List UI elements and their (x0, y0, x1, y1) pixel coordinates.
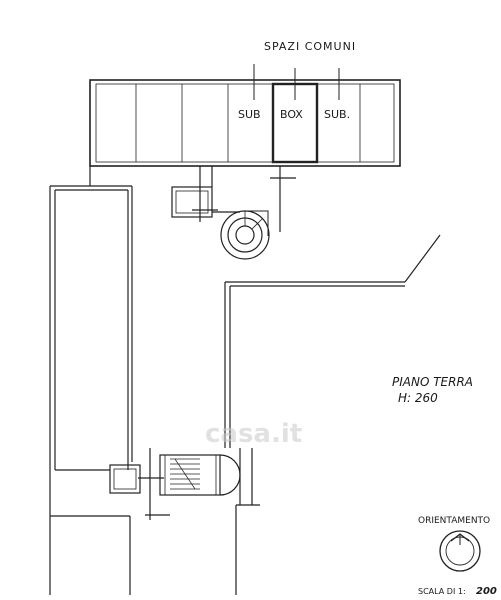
left-building-block (49, 166, 133, 595)
central-corridor (224, 234, 441, 595)
floor-label: PIANO TERRA (392, 375, 473, 389)
common-spaces-strip (89, 79, 401, 167)
unit-label-box: BOX (280, 108, 303, 121)
watermark: casa.it (205, 419, 302, 449)
orientation-label: ORIENTAMENTO (418, 516, 490, 526)
lower-staircase (109, 448, 241, 520)
unit-label-sub-left: SUB (238, 108, 261, 121)
title-leader-lines (253, 64, 340, 100)
scale-value: 200 (476, 586, 497, 597)
unit-label-sub-right: SUB. (324, 108, 350, 121)
box-garage-bay (271, 82, 319, 164)
spiral-staircase (220, 210, 270, 260)
north-arrow-icon (439, 530, 481, 572)
height-label: H: 260 (398, 391, 438, 405)
common-spaces-title: SPAZI COMUNI (264, 40, 356, 53)
upper-stair-landing (171, 166, 296, 232)
scale-label: SCALA DI 1: (418, 587, 466, 596)
